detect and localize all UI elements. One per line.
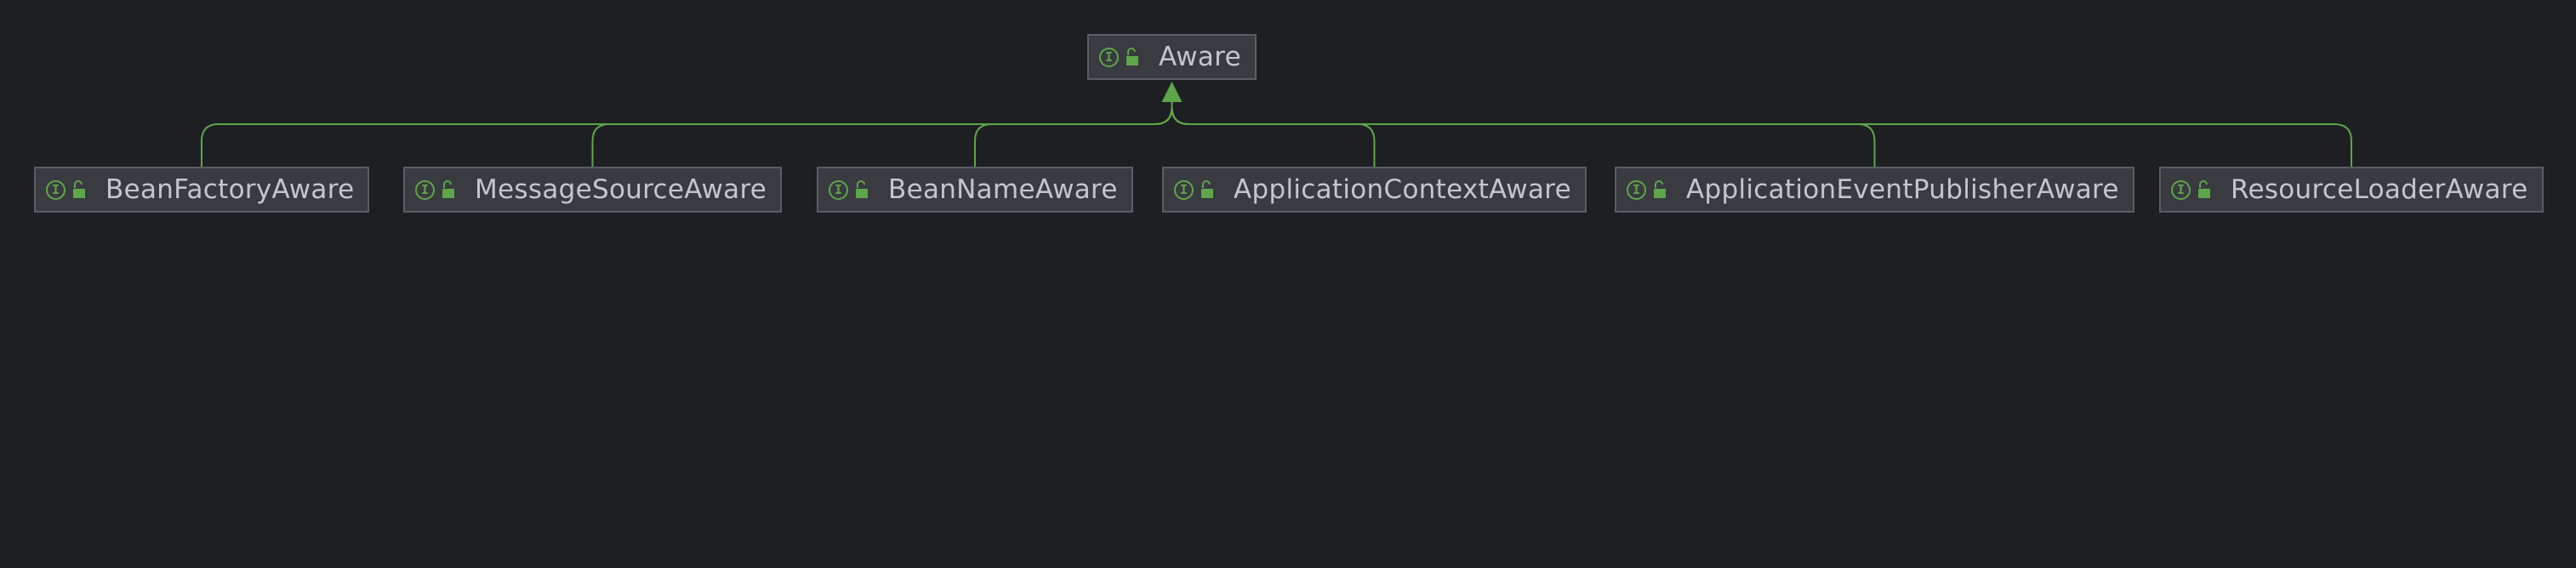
class-name: ResourceLoaderAware (2231, 174, 2528, 205)
edge-3 (1171, 106, 1376, 167)
edge-5 (1171, 106, 2352, 167)
interface-icon: I (1627, 179, 1646, 200)
interface-icon: I (1174, 179, 1194, 200)
lock-open-icon (1654, 180, 1666, 198)
interface-icon: I (415, 179, 435, 200)
class-node-message-source-aware[interactable]: I MessageSourceAware (403, 167, 783, 213)
class-name: ApplicationContextAware (1234, 174, 1571, 205)
edge-0 (201, 106, 1173, 167)
interface-icon: I (1099, 47, 1119, 67)
class-name: Aware (1159, 42, 1241, 72)
class-name: ApplicationEventPublisherAware (1686, 174, 2119, 205)
class-node-bean-name-aware[interactable]: I BeanNameAware (817, 167, 1133, 213)
class-node-resource-loader-aware[interactable]: I ResourceLoaderAware (2159, 167, 2544, 213)
class-node-aware[interactable]: I Aware (1087, 34, 1257, 80)
class-name: BeanNameAware (888, 174, 1118, 205)
interface-icon: I (829, 179, 848, 200)
class-name: BeanFactoryAware (105, 174, 355, 205)
lock-open-icon (73, 180, 85, 198)
lock-open-icon (442, 180, 454, 198)
class-node-bean-factory-aware[interactable]: I BeanFactoryAware (34, 167, 370, 213)
interface-icon: I (2171, 179, 2191, 200)
lock-open-icon (1126, 48, 1138, 65)
class-node-application-context-aware[interactable]: I ApplicationContextAware (1162, 167, 1587, 213)
edge-4 (1171, 106, 1876, 167)
lock-open-icon (856, 180, 868, 198)
class-node-application-event-publisher-aware[interactable]: I ApplicationEventPublisherAware (1615, 167, 2134, 213)
class-name: MessageSourceAware (475, 174, 767, 205)
inheritance-arrowhead (1161, 82, 1183, 102)
interface-icon: I (46, 179, 66, 200)
edge-2 (974, 106, 1173, 167)
edge-1 (591, 106, 1173, 167)
lock-open-icon (1201, 180, 1213, 198)
lock-open-icon (2198, 180, 2210, 198)
